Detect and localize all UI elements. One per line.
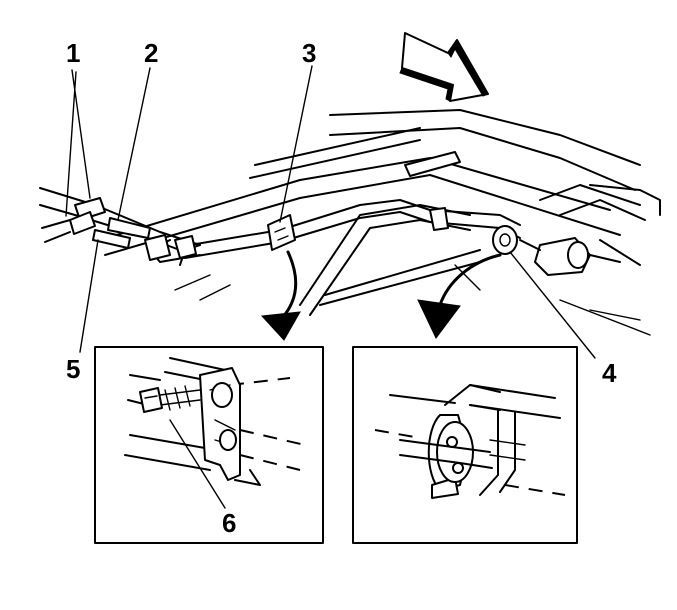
front-of-vehicle-arrow: [399, 32, 489, 102]
leader-lines: [65, 65, 596, 509]
callout-2: 2: [144, 38, 158, 68]
center-line-clip: [429, 207, 449, 231]
brake-line-fittings: [69, 197, 197, 261]
callout-5: 5: [66, 354, 80, 384]
callout-3: 3: [302, 38, 316, 68]
grommet-detail-pointer: [417, 253, 502, 339]
line-connector-right: [519, 237, 621, 276]
clip-detail-pointer: [260, 250, 301, 341]
callout-1: 1: [66, 38, 80, 68]
callout-6: 6: [222, 508, 236, 538]
vehicle-frame: [99, 109, 661, 336]
callout-4: 4: [602, 358, 617, 388]
grommet-detail: [352, 346, 578, 544]
brake-line-clip: [267, 214, 296, 251]
clip-detail: [94, 346, 324, 544]
brake-line-grommet: [492, 225, 518, 255]
